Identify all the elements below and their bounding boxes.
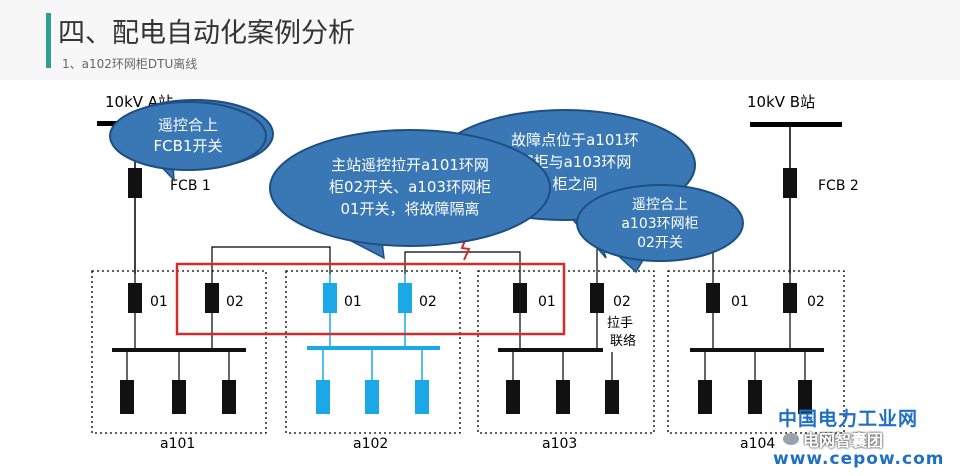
header-band [0,0,960,80]
fcb1-breaker [128,168,142,198]
bubble-main-line3: 01开关，将故障隔离 [340,200,479,218]
watermark-name: 中国电力工业网 [778,408,919,430]
bubble-fault-line1: 故障点位于a101环 [511,131,639,149]
a102-outgoing-3 [415,380,429,414]
a101-switch-01-label: 01 [150,294,168,310]
a101-label: a101 [160,436,195,452]
a102-outgoing-1 [316,380,330,414]
station-b-label: 10kV B站 [747,93,815,111]
bubble-c-line3: 02开关 [637,235,683,251]
bubble-main-line1: 主站遥控拉开a101环网 [331,156,489,174]
a104-label: a104 [740,436,775,452]
bubble-fault-line3: 柜之间 [552,175,597,193]
bubble-c-line2: a103环网柜 [621,216,698,232]
a102-switch-01-label: 01 [344,294,362,310]
a104-busbar [690,348,824,352]
cabinet-a102-outline [285,270,461,434]
cabinet-a103-outline [477,270,655,434]
bubble-a-line2: FCB1开关 [154,137,223,155]
a101-switch-01 [128,283,142,313]
wechat-icon [783,433,799,445]
a103-note-line1: 拉手 [607,316,633,331]
fcb2-label: FCB 2 [818,178,859,194]
a103-switch-02-label: 02 [613,294,631,310]
a102-busbar [307,346,440,350]
cabinet-a101: 01 02 a101 [91,270,267,452]
a104-switch-01-label: 01 [731,294,749,310]
a104-outgoing-1 [698,380,712,414]
a104-outgoing-2 [748,380,762,414]
a103-busbar [498,348,603,352]
a102-switch-01 [323,283,337,313]
a104-switch-01 [706,283,720,313]
cabinet-a103: 01 02 拉手 联络 a103 [477,270,655,452]
a101-outgoing-3 [222,380,236,414]
a101-switch-02 [205,283,219,313]
a102-outgoing-2 [365,380,379,414]
a104-outgoing-3 [798,380,812,414]
fcb2-breaker [783,168,797,198]
a103-switch-01-label: 01 [538,294,556,310]
a102-switch-02 [398,283,412,313]
fault-lightning-icon [460,237,471,261]
bubble-c-line1: 遥控合上 [632,197,688,213]
station-b-busbar [750,122,842,127]
bubble-a-line1: 遥控合上 [158,116,218,134]
a101-busbar [112,348,246,352]
watermark-url: www.cepow.com [773,449,945,469]
cabinet-a101-outline [91,270,267,434]
a103-switch-01 [513,283,527,313]
title-accent-bar [46,13,51,68]
a103-outgoing-3 [605,380,619,414]
a103-outgoing-2 [556,380,570,414]
watermark-wechat: 电网智囊团 [783,427,883,451]
bubble-close-fcb1: 遥控合上 FCB1开关 [109,99,274,182]
a101-outgoing-1 [120,380,134,414]
bubble-main-line2: 柜02开关、a103环网柜 [329,178,491,196]
fcb1-label: FCB 1 [170,178,211,194]
page-title: 四、配电自动化案例分析 [58,18,355,49]
cabinet-a104-outline [667,270,845,434]
a103-label: a103 [542,436,577,452]
watermark-wechat-name: 电网智囊团 [803,431,884,450]
bubble-close-a103-02: 遥控合上 a103环网柜 02开关 [576,184,744,274]
cabinet-a104: 01 02 a104 [667,270,845,452]
a103-switch-02 [590,283,604,313]
a104-switch-02-label: 02 [807,294,825,310]
a103-outgoing-1 [506,380,520,414]
bubble-main-station: 主站遥控拉开a101环网 柜02开关、a103环网柜 01开关，将故障隔离 [269,129,551,260]
fault-isolation-box [175,262,566,336]
cabinet-a102: 01 02 a102 [285,270,461,452]
page-subtitle: 1、a102环网柜DTU离线 [62,56,197,71]
a102-switch-02-label: 02 [419,294,437,310]
bubble-fault-line2: 网柜与a103环网 [519,153,632,171]
a101-switch-02-label: 02 [226,294,244,310]
a104-switch-02 [783,283,797,313]
cable-a101-a102 [211,246,331,274]
a103-note-line2: 联络 [610,333,636,349]
a101-outgoing-2 [172,380,186,414]
a102-label: a102 [353,436,388,452]
